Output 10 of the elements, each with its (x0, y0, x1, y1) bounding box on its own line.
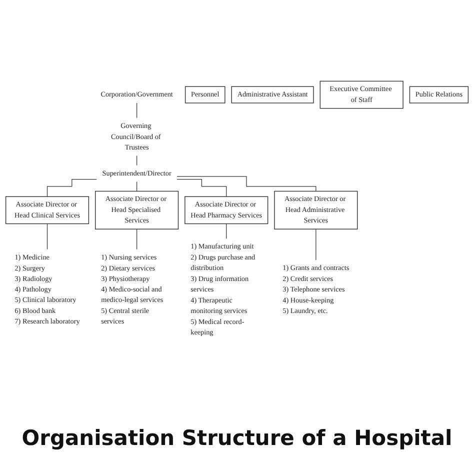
connector (226, 223, 227, 239)
connector (136, 228, 138, 250)
connector (176, 176, 316, 192)
title: Organisation Structure of a Hospital (22, 426, 452, 450)
connector (136, 155, 138, 166)
connector (46, 179, 97, 197)
connector (136, 102, 138, 118)
connector (176, 179, 227, 197)
connector (136, 181, 138, 192)
connector (46, 223, 48, 250)
